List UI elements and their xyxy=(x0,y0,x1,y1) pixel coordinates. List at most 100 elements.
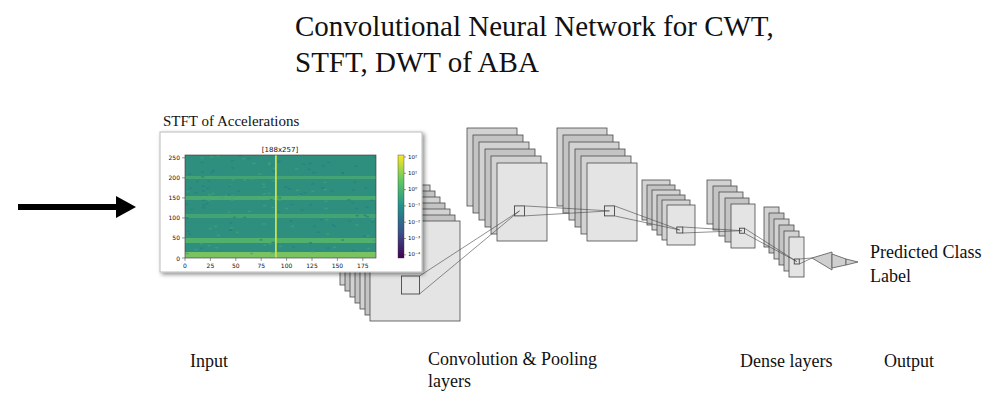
spectrum-noise xyxy=(212,193,215,195)
spectrum-noise xyxy=(296,190,299,192)
spectrum-noise xyxy=(355,208,358,210)
tick-label: 100 xyxy=(281,262,292,269)
spectrum-noise xyxy=(208,245,211,247)
spectrum-noise xyxy=(324,182,327,184)
spectrum-noise xyxy=(291,226,294,228)
tick xyxy=(182,157,185,158)
spectrum-noise xyxy=(268,163,271,165)
spectrum-noise xyxy=(333,247,336,249)
colorbar-label: 10¹ xyxy=(408,170,417,177)
receptive-line xyxy=(420,211,520,276)
receptive-field xyxy=(402,276,420,294)
tick xyxy=(404,254,406,255)
spectrum-noise xyxy=(202,186,205,188)
spectrum-noise xyxy=(202,190,205,192)
spectrum-noise xyxy=(271,252,274,254)
spectrum-noise xyxy=(272,180,275,182)
spectrum-noise xyxy=(228,185,231,187)
spectrum-noise xyxy=(268,193,271,195)
spectrum-noise xyxy=(237,190,240,192)
spectrum-noise xyxy=(201,171,204,173)
tick-label: 50 xyxy=(232,262,240,269)
tick-label: 250 xyxy=(169,154,180,161)
spectrum-noise xyxy=(352,189,355,191)
spectrum-noise xyxy=(260,239,263,241)
spectrum-noise xyxy=(309,163,312,165)
spectrum-noise xyxy=(278,197,281,199)
colorbar-label: 10⁻² xyxy=(408,219,420,226)
layer-stacks xyxy=(340,128,812,321)
spectrum-noise xyxy=(187,231,190,233)
spectrum-noise xyxy=(279,246,282,248)
spectrum-band xyxy=(185,252,376,258)
spectrum-noise xyxy=(208,199,211,201)
spectrum-noise xyxy=(211,172,214,174)
spectrum-noise xyxy=(324,189,327,191)
spectrum-noise xyxy=(212,170,215,172)
spectrum-noise xyxy=(365,188,368,190)
spectrum-transient xyxy=(275,155,277,258)
tick xyxy=(337,258,338,261)
spectrum-noise xyxy=(309,242,312,244)
spectrum-noise xyxy=(372,240,375,242)
spectrum-noise xyxy=(186,253,189,255)
spectrum-noise xyxy=(262,183,265,185)
spectrum-noise xyxy=(290,204,293,206)
spectrum-noise xyxy=(313,226,316,228)
spectrum-noise xyxy=(373,156,376,158)
feature-map xyxy=(731,204,755,248)
spectrum-noise xyxy=(208,194,211,196)
spectrum-noise xyxy=(216,155,219,157)
spectrum-noise xyxy=(243,179,246,181)
spectrum-noise xyxy=(231,160,234,162)
input-arrow xyxy=(18,196,136,218)
spectrum-noise xyxy=(272,171,275,173)
spectrum-noise xyxy=(217,235,220,237)
tick-label: 125 xyxy=(306,262,317,269)
tick-label: 200 xyxy=(169,174,180,181)
tick xyxy=(182,237,185,238)
spectrum-noise xyxy=(236,232,239,234)
spectrum-noise xyxy=(308,169,311,171)
spectrum-noise xyxy=(186,217,189,219)
feature-map xyxy=(667,205,695,245)
spectrum-band xyxy=(185,238,376,243)
spectrum-noise xyxy=(194,249,197,251)
receptive-line xyxy=(744,228,796,261)
spectrum-band xyxy=(185,196,376,200)
spectrum-noise xyxy=(352,250,355,252)
spectrum-noise xyxy=(370,200,373,202)
spectrum-noise xyxy=(277,161,280,163)
spectrum-noise xyxy=(250,178,253,180)
spectrum-noise xyxy=(188,173,191,175)
spectrum-noise xyxy=(311,251,314,253)
spectrum-noise xyxy=(366,216,369,218)
spectrum-noise xyxy=(348,220,351,222)
tick-label: 150 xyxy=(332,262,343,269)
spectrum-noise xyxy=(317,232,320,234)
tick xyxy=(286,258,287,261)
spectrum-noise xyxy=(341,172,344,174)
spectrum-noise xyxy=(210,156,213,158)
section-label: Convolution & Pooling layers xyxy=(428,348,628,392)
spectrum-noise xyxy=(231,167,234,169)
feature-map xyxy=(587,163,637,241)
spectrum-noise xyxy=(190,187,193,189)
receptive-line xyxy=(525,206,610,211)
spectrum-noise xyxy=(334,226,337,228)
spectrum-noise xyxy=(185,204,188,206)
spectrum-noise xyxy=(301,209,304,211)
tick xyxy=(404,238,406,239)
tick xyxy=(185,258,186,261)
receptive-line xyxy=(420,211,520,294)
spectrum-noise xyxy=(371,219,374,221)
tick-label: 150 xyxy=(169,194,180,201)
spectrum-noise xyxy=(354,166,357,168)
spectrum-noise xyxy=(365,206,368,208)
tick-label: 0 xyxy=(176,255,180,262)
spectrum-noise xyxy=(263,205,266,207)
feature-map xyxy=(789,237,804,277)
spectrum-noise xyxy=(272,207,275,209)
spectrum-noise xyxy=(292,177,295,179)
spectrum-noise xyxy=(200,248,203,250)
